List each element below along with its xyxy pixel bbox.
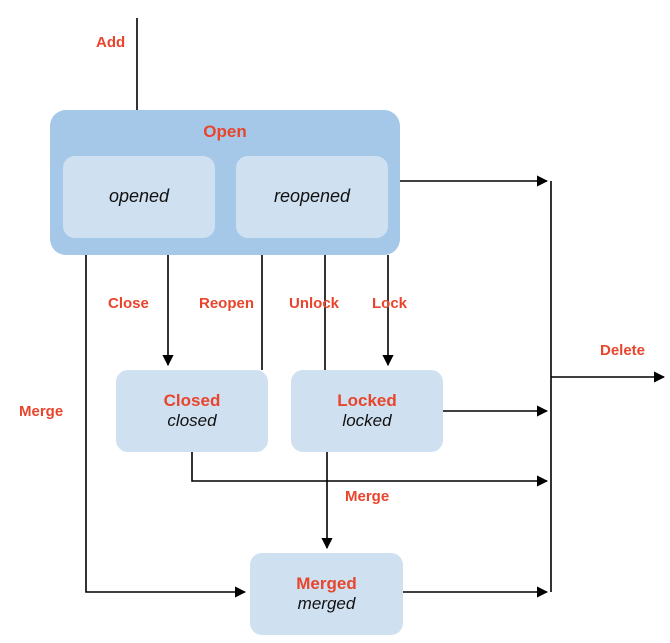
state-node-merged-value: merged (297, 594, 356, 613)
state-node-opened[interactable]: opened (63, 156, 215, 238)
state-node-closed[interactable]: Closed closed (116, 370, 268, 452)
state-node-locked-name: Locked (337, 390, 397, 410)
edge-label-close: Close (108, 295, 149, 312)
edge-label-merge-mid: Merge (345, 488, 390, 505)
state-node-reopened[interactable]: reopened (236, 156, 388, 238)
state-node-reopened-value: reopened (273, 186, 351, 207)
state-node-locked[interactable]: Locked locked (291, 370, 443, 452)
state-node-locked-value: locked (342, 411, 392, 430)
state-node-closed-name: Closed (163, 390, 221, 410)
edge-merge-left (85, 255, 247, 598)
edge-label-reopen: Reopen (199, 295, 255, 312)
edge-delete-from-closed (191, 452, 549, 487)
edge-label-lock: Lock (372, 295, 408, 312)
state-group-open-title: Open (203, 122, 247, 141)
state-node-closed-value: closed (167, 411, 217, 430)
state-node-opened-value: opened (108, 186, 170, 207)
state-node-merged-name: Merged (296, 573, 357, 593)
edge-label-merge-left: Merge (19, 403, 64, 420)
edge-label-add: Add (96, 34, 126, 51)
edge-label-delete: Delete (600, 342, 646, 359)
state-node-merged[interactable]: Merged merged (250, 553, 403, 635)
edge-label-unlock: Unlock (289, 295, 340, 312)
